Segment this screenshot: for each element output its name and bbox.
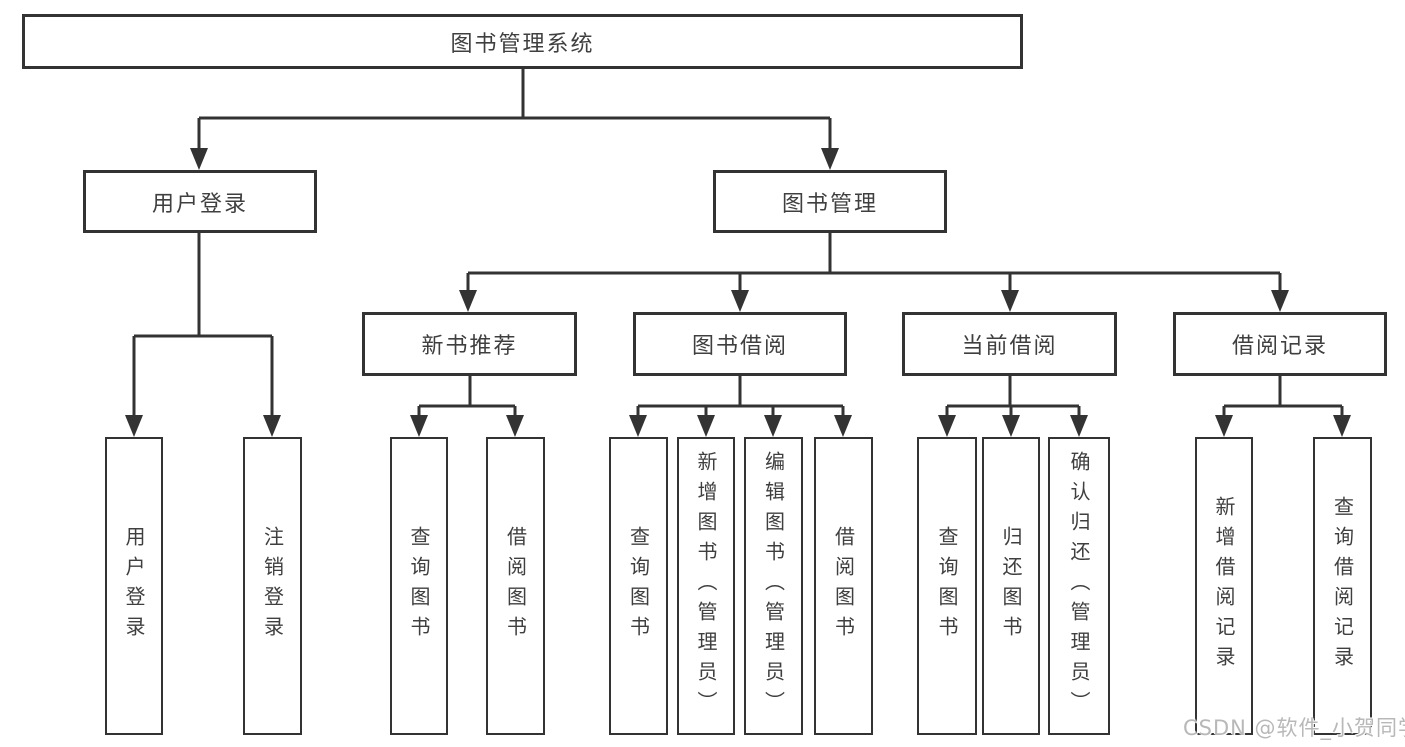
node-current-borrowing: 当前借阅	[902, 312, 1117, 376]
leaf-borrow-borrow-books: 借阅图书	[814, 437, 873, 735]
leaf-records-query-record: 查询借阅记录	[1313, 437, 1372, 735]
node-borrowing-records: 借阅记录	[1173, 312, 1387, 376]
leaf-records-add-record: 新增借阅记录	[1195, 437, 1253, 735]
leaf-recommend-query-books: 查询图书	[390, 437, 448, 735]
node-book-borrowing: 图书借阅	[633, 312, 847, 376]
leaf-label: 编辑图书（管理员）	[761, 451, 786, 721]
watermark: CSDN @软件_小贺同学	[1183, 716, 1405, 740]
leaf-label: 查询图书	[626, 526, 651, 646]
connector-arrowheads	[125, 148, 1351, 437]
node-new-book-recommendation: 新书推荐	[362, 312, 577, 376]
leaf-label: 借阅图书	[503, 526, 528, 646]
leaf-label: 查询借阅记录	[1330, 496, 1355, 676]
leaf-label: 查询图书	[935, 526, 959, 646]
leaf-current-query-books: 查询图书	[917, 437, 977, 735]
leaf-label: 新增借阅记录	[1212, 496, 1236, 676]
leaf-label: 注销登录	[260, 526, 285, 646]
leaf-label: 归还图书	[999, 526, 1023, 646]
leaf-label: 查询图书	[407, 526, 431, 646]
node-user-login: 用户登录	[83, 170, 317, 233]
leaf-label: 新增图书（管理员）	[694, 451, 718, 721]
leaf-recommend-borrow-books: 借阅图书	[486, 437, 545, 735]
leaf-borrow-add-books-admin: 新增图书（管理员）	[677, 437, 735, 735]
leaf-borrow-query-books: 查询图书	[609, 437, 668, 735]
leaf-label: 用户登录	[122, 526, 146, 646]
leaf-current-confirm-return-admin: 确认归还（管理员）	[1048, 437, 1110, 735]
leaf-label: 确认归还（管理员）	[1067, 451, 1091, 721]
leaf-current-return-books: 归还图书	[982, 437, 1040, 735]
leaf-label: 借阅图书	[831, 526, 856, 646]
leaf-logout: 注销登录	[243, 437, 302, 735]
node-book-management-system: 图书管理系统	[22, 14, 1023, 69]
leaf-borrow-edit-books-admin: 编辑图书（管理员）	[744, 437, 803, 735]
node-book-management: 图书管理	[713, 170, 947, 233]
connector-edges	[132, 69, 1344, 418]
leaf-user-login: 用户登录	[105, 437, 163, 735]
